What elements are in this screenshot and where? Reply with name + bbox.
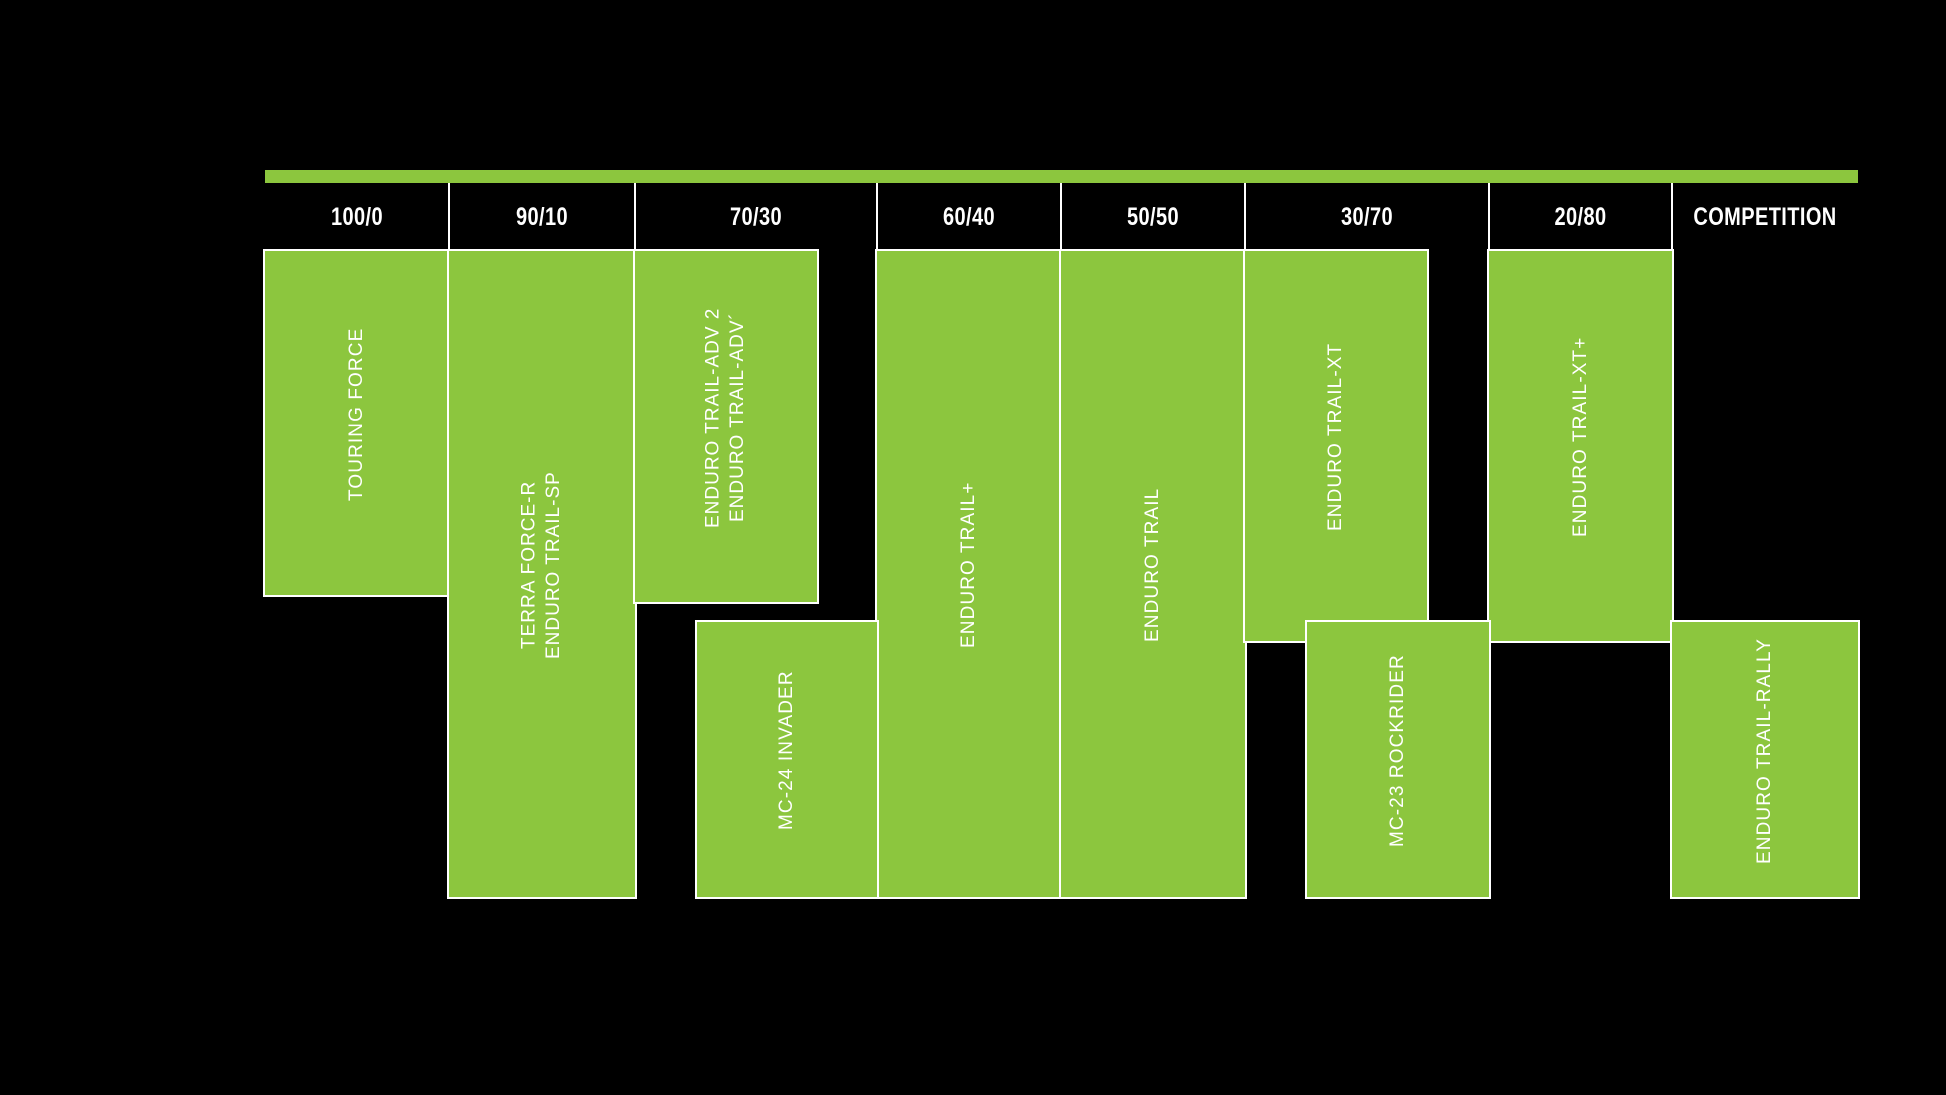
bars-plot-area: TOURING FORCE TERRA FORCE-R ENDURO TRAIL-… xyxy=(263,249,1860,899)
header-separator xyxy=(1488,183,1490,251)
column-header-100-0: 100/0 xyxy=(330,202,384,231)
bar-label: ENDURO TRAIL-RALLY xyxy=(1753,637,1775,864)
bar-enduro-trail-[interactable]: ENDURO TRAIL+ xyxy=(875,249,1063,899)
bar-label: ENDURO TRAIL-XT+ xyxy=(1569,336,1591,538)
column-header-60-40: 60/40 xyxy=(942,202,996,231)
bar-label: TOURING FORCE xyxy=(345,327,367,501)
header-separator xyxy=(634,183,636,251)
bar-mc-23-rockrider[interactable]: MC-23 ROCKRIDER xyxy=(1305,620,1491,899)
column-header-70-30: 70/30 xyxy=(729,202,783,231)
bar-label: ENDURO TRAIL xyxy=(1141,487,1163,643)
header-separator xyxy=(1060,183,1062,251)
bar-enduro-trail-xt[interactable]: ENDURO TRAIL-XT xyxy=(1243,249,1429,643)
bar-label: ENDURO TRAIL-ADV 2 ENDURO TRAIL-ADV´ xyxy=(702,307,748,528)
bar-enduro-trail-xt-[interactable]: ENDURO TRAIL-XT+ xyxy=(1487,249,1674,643)
bar-touring-force[interactable]: TOURING FORCE xyxy=(263,249,451,597)
tire-ratio-chart: 100/0 90/10 70/30 60/40 50/50 30/70 20/80 COMPE… xyxy=(263,170,1860,899)
bar-mc-24-invader[interactable]: MC-24 INVADER xyxy=(695,620,879,899)
bar-label: MC-23 ROCKRIDER xyxy=(1386,654,1408,847)
bar-enduro-trail-rally[interactable]: ENDURO TRAIL-RALLY xyxy=(1670,620,1860,899)
header-separator xyxy=(1244,183,1246,251)
column-header-competition: COMPETITION xyxy=(1693,202,1837,231)
bar-label: ENDURO TRAIL-XT xyxy=(1324,342,1346,532)
bar-label: ENDURO TRAIL+ xyxy=(957,481,979,649)
bar-label: MC-24 INVADER xyxy=(775,670,797,831)
column-header-50-50: 50/50 xyxy=(1126,202,1180,231)
bar-enduro-trail-adv-2-enduro-trail-adv-[interactable]: ENDURO TRAIL-ADV 2 ENDURO TRAIL-ADV´ xyxy=(633,249,819,604)
header-separator xyxy=(1671,183,1673,251)
column-header-20-80: 20/80 xyxy=(1554,202,1607,231)
bar-terra-force-r-enduro-trail-sp[interactable]: TERRA FORCE-R ENDURO TRAIL-SP xyxy=(447,249,637,899)
column-header-30-70: 30/70 xyxy=(1340,202,1394,231)
top-accent-bar xyxy=(265,170,1858,183)
header-separator xyxy=(448,183,450,251)
column-header-90-10: 90/10 xyxy=(515,202,569,231)
bar-label: TERRA FORCE-R ENDURO TRAIL-SP xyxy=(518,471,564,659)
bar-enduro-trail[interactable]: ENDURO TRAIL xyxy=(1059,249,1247,899)
header-separator xyxy=(876,183,878,251)
